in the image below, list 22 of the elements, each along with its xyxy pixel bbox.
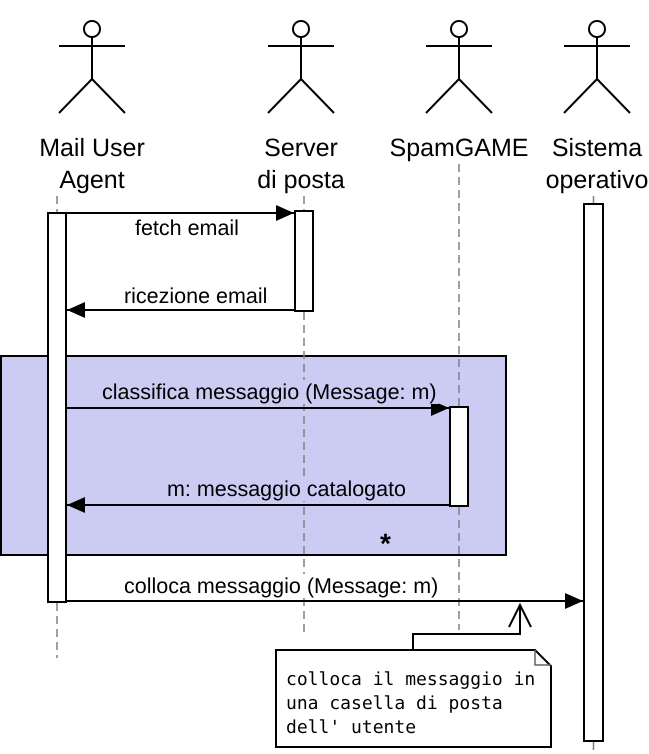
actor-name: Sistema operativo xyxy=(545,133,649,196)
message-arrow xyxy=(67,302,294,318)
message-arrow xyxy=(67,593,583,609)
iteration-marker: * xyxy=(380,530,391,558)
activation-bar xyxy=(449,406,469,507)
actor-name: Server di posta xyxy=(256,133,346,196)
message-arrow xyxy=(67,205,294,221)
note-text: colloca il messaggio in una casella di posta dell' utente xyxy=(286,668,536,740)
activation-bar xyxy=(294,210,314,312)
activation-bar xyxy=(47,212,67,603)
lifeline xyxy=(56,196,58,212)
lifeline xyxy=(303,196,305,210)
leader-line xyxy=(412,604,532,649)
lifeline xyxy=(458,164,460,406)
activation-bar xyxy=(583,203,604,742)
lifeline xyxy=(592,196,594,203)
actor-name: Mail User Agent xyxy=(38,133,146,196)
message-label: classifica messaggio (Message: m) xyxy=(100,380,439,404)
note-sheet xyxy=(275,649,552,748)
message-arrow xyxy=(67,497,449,513)
message-label: m: messaggio catalogato xyxy=(165,477,408,501)
actor-name: SpamGAME xyxy=(388,133,530,164)
